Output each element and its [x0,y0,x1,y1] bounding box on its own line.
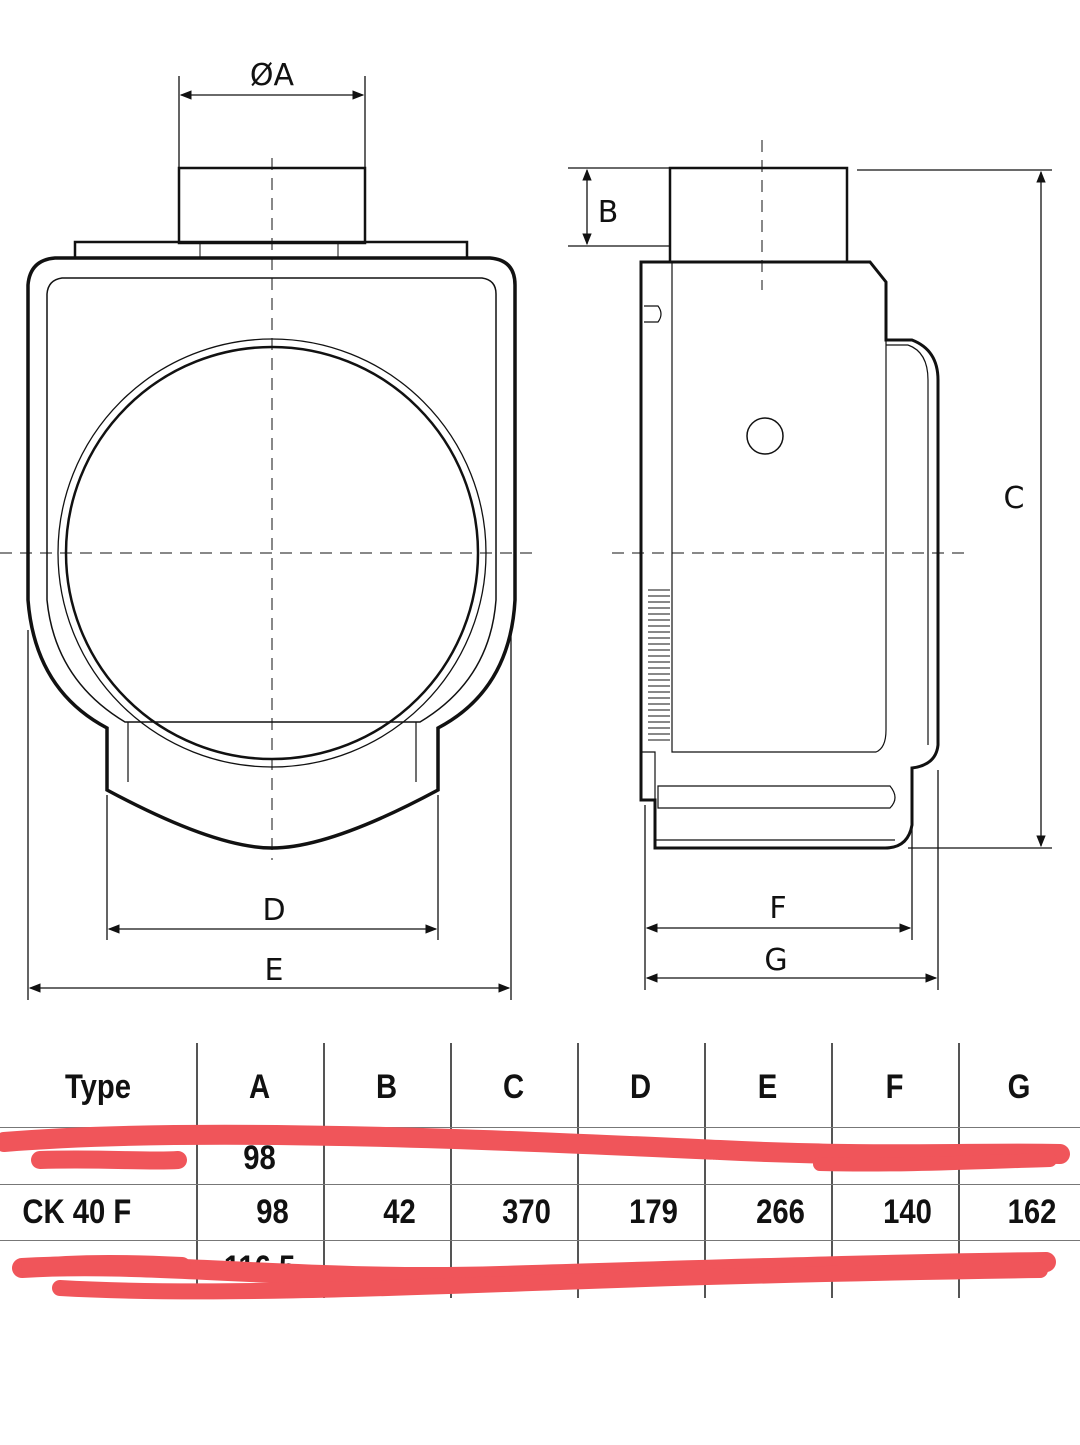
redaction-stroke-row-1 [0,1124,1070,1165]
front-flange [73,240,469,258]
side-vent-slots [648,589,670,741]
table-row-2-type: CK 40 F [22,1192,132,1231]
table-row-2-c: 370 [502,1192,551,1231]
table-header-c: C [502,1067,525,1106]
table-header-type: Type [64,1067,132,1106]
table-header-d: D [629,1067,652,1106]
center-lines [0,140,965,860]
label-dim-e: E [265,953,284,988]
table-header-g: G [1007,1067,1031,1106]
dimension-lines [27,76,1052,1000]
dimension-table: Type A B C D E F G 98 CK 40 F 98 42 370 … [0,1043,1080,1303]
label-dim-d: D [262,893,285,928]
label-dim-g: G [764,943,787,978]
table-row-2-g: 162 [1007,1192,1057,1231]
side-view [639,166,940,850]
front-body-inner [46,277,497,723]
label-dim-a: ØA [250,58,295,93]
table-row-2-e: 266 [756,1192,805,1231]
label-dim-f: F [769,891,786,926]
technical-drawing: ØA B C D E F G [0,58,1052,1000]
table-header-e: E [757,1067,778,1106]
table-header-b: B [375,1067,398,1106]
table-header-a: A [248,1067,271,1106]
side-body-outline [639,260,940,850]
table-row-2-f: 140 [883,1192,932,1231]
label-dim-b: B [598,195,619,230]
table-row-2-b: 42 [383,1192,416,1231]
label-dim-c: C [1004,481,1025,516]
table-row-2-d: 179 [629,1192,678,1231]
table-row-2-a: 98 [256,1192,289,1231]
table-header-f: F [885,1067,904,1106]
side-round-button [746,417,784,455]
